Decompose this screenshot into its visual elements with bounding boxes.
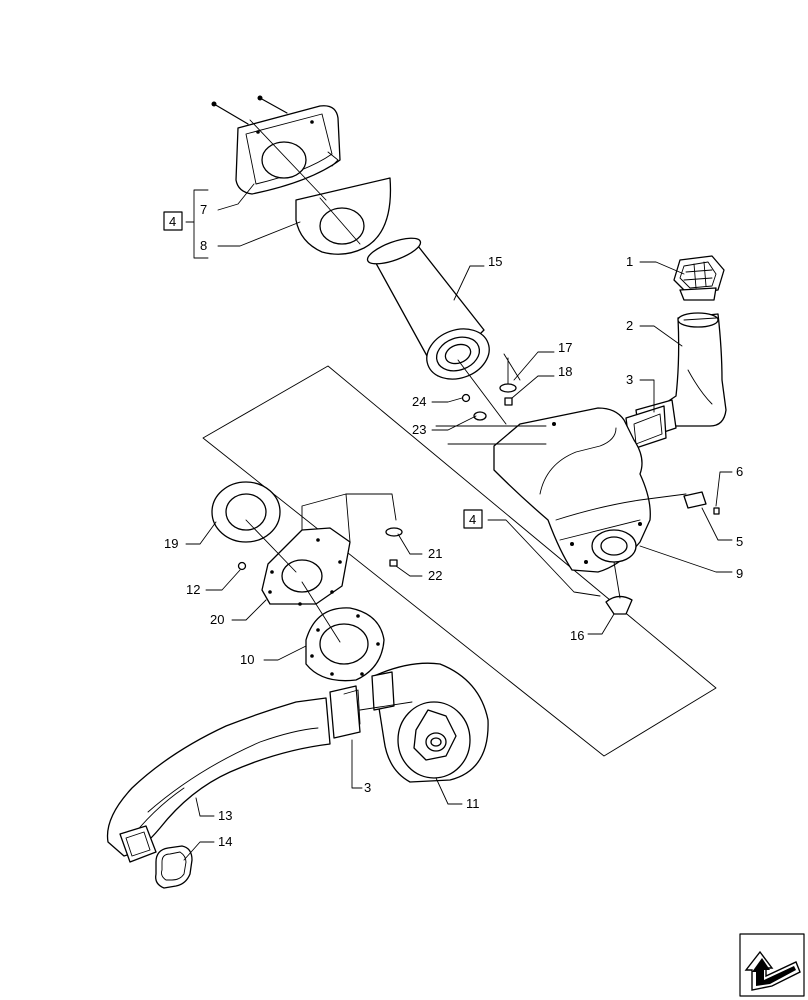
axis-line [249, 119, 327, 201]
part-12-bolt [237, 561, 247, 571]
part-14-seal [155, 845, 193, 889]
part-8-gasket [295, 177, 392, 255]
callout-17: 17 [558, 340, 572, 355]
callout-5: 5 [736, 534, 743, 549]
part-3-seal-upper [625, 399, 677, 451]
callout-24: 24 [412, 394, 426, 409]
part-23-washer [473, 411, 487, 421]
part-5-sensor [639, 491, 707, 509]
callout-18: 18 [558, 364, 572, 379]
callout-3-upper: 3 [626, 372, 633, 387]
part-22-nut [389, 559, 398, 567]
ref-box [463, 509, 483, 529]
callout-20: 20 [210, 612, 224, 627]
part-3-seal-lower [329, 685, 413, 739]
part-19-ring [211, 481, 281, 543]
part-13-duct [106, 697, 331, 863]
part-20-plate [245, 493, 397, 606]
part-24-bolt [461, 393, 471, 403]
axis-line [319, 197, 361, 245]
callout-23: 23 [412, 422, 426, 437]
callout-10: 10 [240, 652, 254, 667]
part-21-washer [385, 527, 403, 537]
callout-15: 15 [488, 254, 502, 269]
assembly-boundary [202, 365, 717, 757]
callout-21: 21 [428, 546, 442, 561]
callout-6: 6 [736, 464, 743, 479]
part-1-cap [673, 255, 725, 301]
part-15-filter [366, 237, 490, 380]
callout-14: 14 [218, 834, 232, 849]
callout-16: 16 [570, 628, 584, 643]
callout-8: 8 [200, 238, 207, 253]
part-17-washer [499, 357, 517, 393]
part-16-valve [605, 561, 633, 615]
part-2-hose [662, 312, 727, 427]
part-6-screw [713, 507, 720, 515]
screw-icon [211, 95, 288, 125]
callout-1: 1 [626, 254, 633, 269]
callout-2: 2 [626, 318, 633, 333]
callout-4-lower: 4 [469, 512, 476, 527]
part-11-blower [371, 662, 489, 783]
callout-22: 22 [428, 568, 442, 583]
callout-19: 19 [164, 536, 178, 551]
callout-7: 7 [200, 202, 207, 217]
callout-13: 13 [218, 808, 232, 823]
callout-12: 12 [186, 582, 200, 597]
part-10-flange [301, 581, 385, 682]
callout-4-upper: 4 [169, 214, 176, 229]
callout-11: 11 [466, 796, 480, 811]
part-7-cover [235, 105, 341, 195]
part-9-housing [493, 407, 651, 573]
axis-line [457, 359, 507, 425]
leader-lines [183, 183, 733, 861]
part-18-nut [504, 397, 513, 406]
callout-9: 9 [736, 566, 743, 581]
callout-3-lower: 3 [364, 780, 371, 795]
arrow-return-icon[interactable] [739, 933, 805, 997]
ref-box [163, 211, 183, 231]
